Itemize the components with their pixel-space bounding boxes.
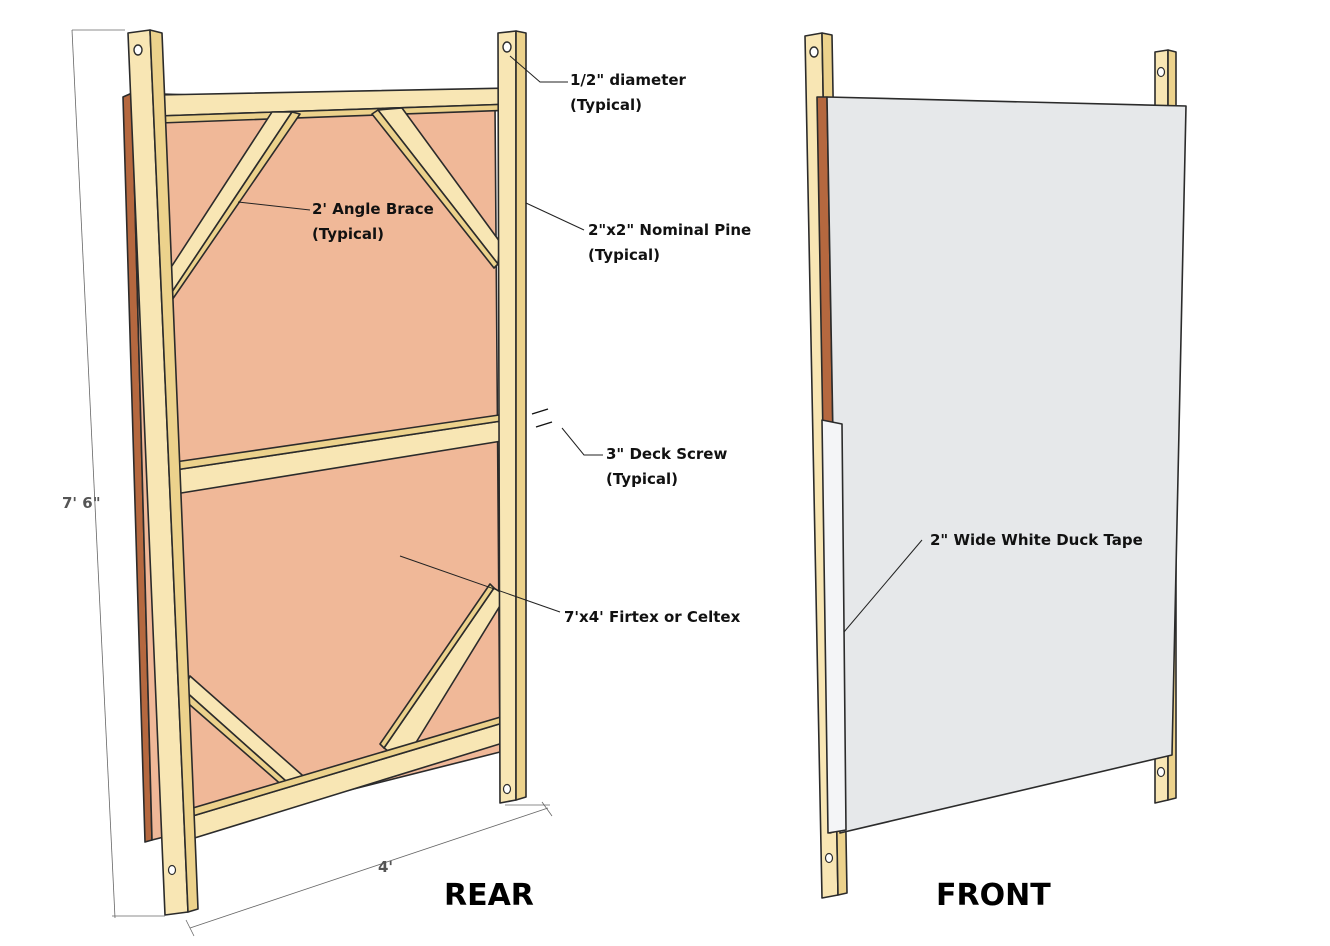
screw-leader bbox=[561, 427, 603, 456]
pine-leader bbox=[525, 202, 585, 231]
hole-callout-line2: (Typical) bbox=[570, 96, 642, 114]
rear-right-hole-bottom bbox=[502, 783, 512, 795]
screw-callout-line1: 3" Deck Screw bbox=[606, 445, 727, 463]
rear-left-upright-side bbox=[149, 29, 199, 913]
width-dimension-main bbox=[189, 807, 549, 929]
screw-mark-1 bbox=[531, 408, 549, 415]
pine-callout-line1: 2"x2" Nominal Pine bbox=[588, 221, 751, 239]
front-view: 2" Wide White Duck Tape FRONT bbox=[804, 32, 1187, 913]
board-leader bbox=[399, 555, 561, 613]
height-dimension-label: 7' 6" bbox=[62, 494, 101, 512]
width-dimension-tick-left bbox=[185, 919, 195, 937]
rear-angle-brace-lower-right-side bbox=[379, 583, 495, 749]
duck-tape-strip bbox=[821, 419, 847, 834]
front-right-hole-bottom bbox=[1156, 766, 1166, 778]
rear-view: 7' 6" 4' 1/2" diameter (Typical) 2' Angl… bbox=[62, 29, 751, 937]
tape-leader bbox=[843, 539, 923, 633]
screw-callout-line2: (Typical) bbox=[606, 470, 678, 488]
front-board bbox=[826, 96, 1187, 834]
width-dimension-label: 4' bbox=[378, 858, 393, 876]
angle-brace-leader bbox=[237, 201, 311, 211]
angle-brace-callout-line1: 2' Angle Brace bbox=[312, 200, 434, 218]
pine-callout-line2: (Typical) bbox=[588, 246, 660, 264]
front-left-hole-top bbox=[809, 46, 819, 58]
rear-view-title: REAR bbox=[444, 878, 534, 913]
rear-right-upright bbox=[497, 30, 517, 804]
rear-angle-brace-upper-right-side bbox=[371, 109, 499, 269]
tape-callout-line1: 2" Wide White Duck Tape bbox=[930, 531, 1143, 549]
rear-right-hole bbox=[502, 41, 512, 53]
height-dimension-main bbox=[71, 29, 116, 919]
rear-left-hole bbox=[133, 44, 143, 56]
hole-callout-line1: 1/2" diameter bbox=[570, 71, 687, 89]
hole-leader bbox=[509, 55, 568, 83]
rear-right-upright-side bbox=[515, 30, 527, 801]
screw-mark-2 bbox=[535, 421, 553, 428]
angle-brace-callout-line2: (Typical) bbox=[312, 225, 384, 243]
board-callout-line1: 7'x4' Firtex or Celtex bbox=[564, 608, 741, 626]
front-view-title: FRONT bbox=[936, 878, 1051, 913]
front-left-hole-bottom bbox=[824, 852, 834, 864]
front-right-hole-top bbox=[1156, 66, 1166, 78]
width-dimension-tick-right bbox=[541, 801, 553, 817]
rear-left-hole-bottom bbox=[167, 864, 177, 876]
